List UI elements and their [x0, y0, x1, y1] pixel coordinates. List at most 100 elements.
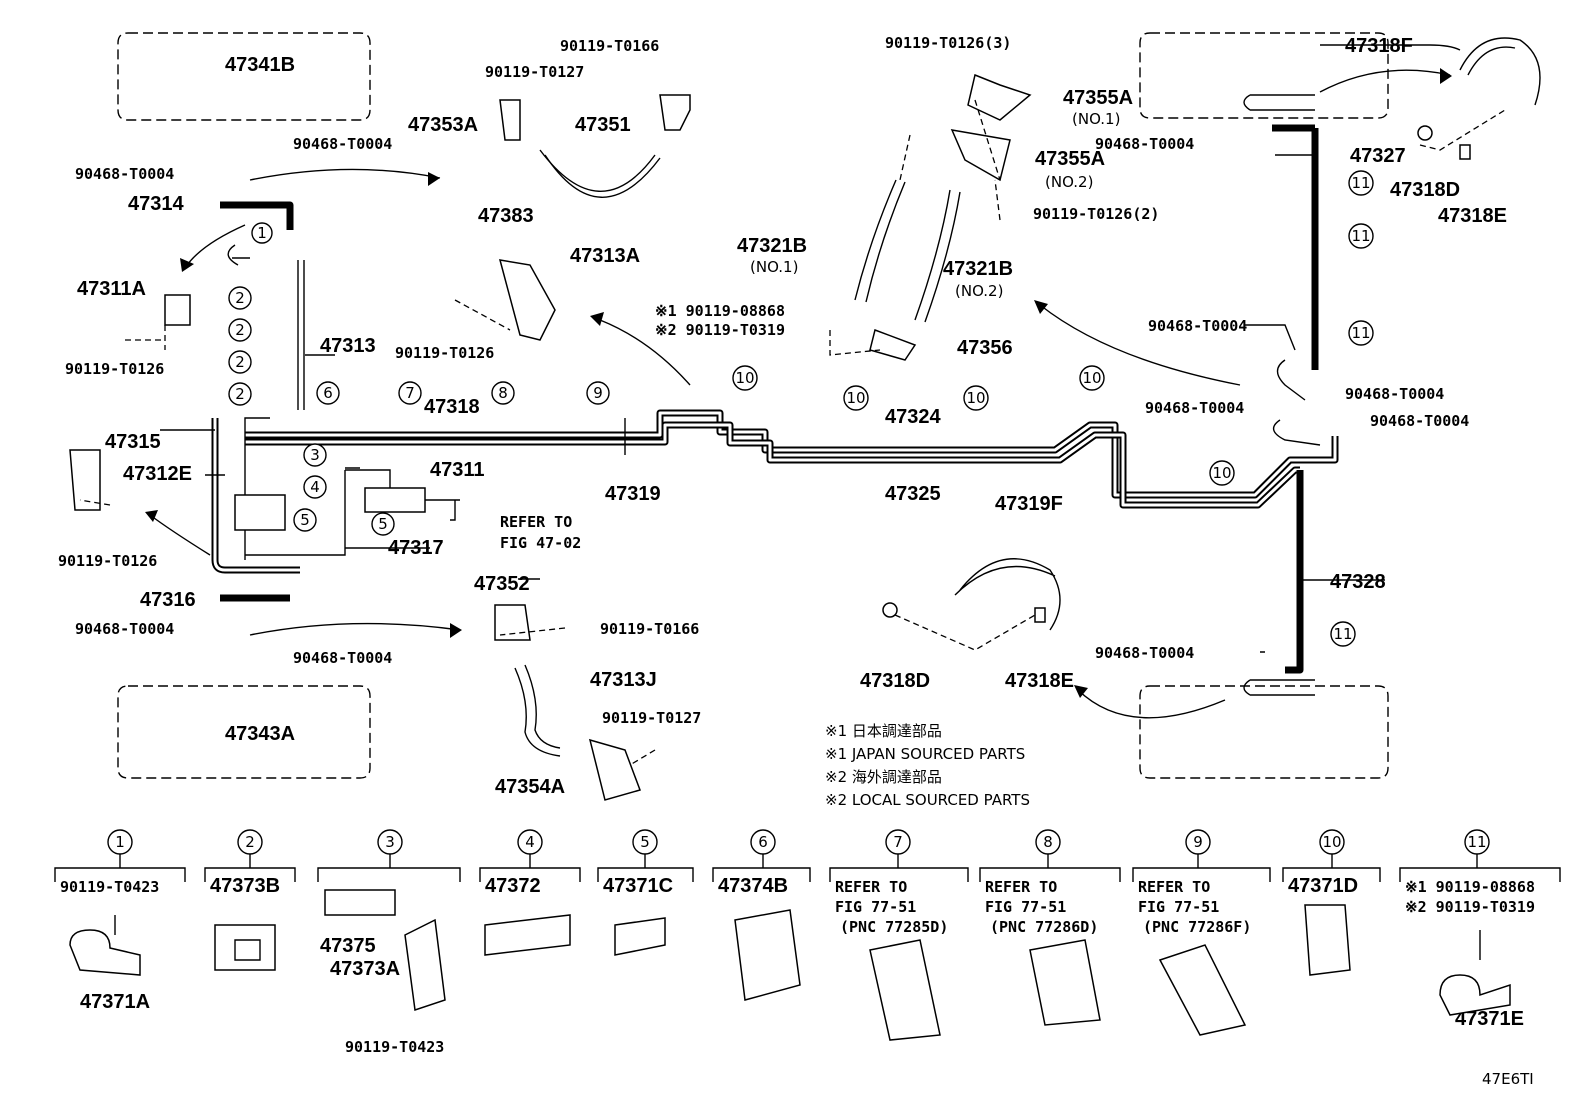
svg-text:5: 5 — [378, 515, 388, 533]
hose-47313J — [514, 664, 561, 757]
bracket-47354A — [588, 738, 641, 801]
clamp-label: 47375 — [320, 935, 376, 957]
svg-text:8: 8 — [498, 384, 508, 402]
clamp-bracket — [829, 854, 969, 882]
hose-47319F — [954, 558, 1061, 631]
brake-line-main — [245, 409, 1339, 509]
svg-text:10: 10 — [1082, 369, 1101, 387]
label-no1: (NO.1) — [1072, 110, 1120, 128]
clamp-number: 1 — [115, 833, 125, 851]
svg-text:2: 2 — [235, 353, 245, 371]
label-47318E: 47318E — [1005, 670, 1074, 692]
svg-text:10: 10 — [1212, 464, 1231, 482]
label-90468-T0004: 90468-T0004 — [1370, 412, 1469, 430]
note-1: ※1 日本調達部品 — [825, 722, 942, 740]
clamp-bracket — [1399, 854, 1561, 882]
clamp-bracket — [597, 854, 694, 882]
clamp-bracket — [979, 854, 1121, 882]
label-47383: 47383 — [478, 205, 534, 227]
hose-47321B-1 — [854, 179, 906, 303]
clamp-bottom-label: 90119-T0423 — [345, 1038, 444, 1056]
label-47321B-no1: (NO.1) — [750, 258, 798, 276]
clamp-label: 47372 — [485, 875, 541, 897]
svg-text:11: 11 — [1351, 174, 1370, 192]
clamp-markers: 1 2 2 2 2 3 4 5 5 6 7 8 9 10 10 10 10 10… — [228, 170, 1374, 647]
clamp-legend: 190119-T042347371A247373B34737547373A901… — [54, 829, 1561, 1056]
label-90468-T0004: 90468-T0004 — [75, 165, 174, 183]
clamp-bracket — [1132, 854, 1271, 882]
label-90119-T0126: 90119-T0126 — [395, 344, 494, 362]
hose-47313A-edge — [544, 154, 661, 198]
label-47314: 47314 — [128, 193, 184, 215]
label-47328: 47328 — [1330, 571, 1386, 593]
label-47325: 47325 — [885, 483, 941, 505]
label-47352: 47352 — [474, 573, 530, 595]
label-90119-T0127: 90119-T0127 — [602, 709, 701, 727]
label-47319F: 47319F — [995, 493, 1063, 515]
label-47351: 47351 — [575, 114, 631, 136]
label-90468-T0004: 90468-T0004 — [1345, 385, 1444, 403]
clamp-bracket — [479, 854, 581, 882]
bracket-47355A-1 — [967, 73, 1032, 121]
bracket-47352 — [494, 604, 531, 641]
label-fig-47-02: FIG 47-02 — [500, 534, 581, 552]
label-90468-T0004: 90468-T0004 — [293, 135, 392, 153]
clamp-label: 47374B — [718, 875, 788, 897]
brake-line-right — [1243, 94, 1321, 696]
label-47311A: 47311A — [77, 278, 146, 300]
clamp-bottom-label: 47371E — [1455, 1008, 1524, 1030]
sourcing-notes: ※1 日本調達部品 ※1 JAPAN SOURCED PARTS ※2 海外調達… — [825, 722, 1030, 809]
label-47355A-1: 47355A — [1063, 87, 1133, 109]
label-47318: 47318 — [424, 396, 480, 418]
label-no2: (NO.2) — [1045, 173, 1093, 191]
label-90468-T0004: 90468-T0004 — [75, 620, 174, 638]
bracket-47311A — [164, 294, 191, 326]
svg-text:10: 10 — [966, 389, 985, 407]
label-47317: 47317 — [388, 537, 444, 559]
label-refer-to: REFER TO — [500, 513, 572, 531]
label-47313: 47313 — [320, 335, 376, 357]
label-90119-T0127: 90119-T0127 — [485, 63, 584, 81]
brake-line-left — [211, 201, 460, 602]
valve-block — [234, 494, 286, 531]
svg-text:5: 5 — [300, 511, 310, 529]
label-90119-T0166: 90119-T0166 — [560, 37, 659, 55]
bolt-47318D-bottom — [882, 602, 898, 618]
clamp-number: 5 — [640, 833, 650, 851]
clamp-number: 6 — [758, 833, 768, 851]
clamp-label: 47371D — [1288, 875, 1358, 897]
group-box-bottom-right — [1139, 685, 1389, 779]
hose-47321B-2 — [914, 189, 961, 323]
label-47313A: 47313A — [570, 245, 640, 267]
label-47315: 47315 — [105, 431, 161, 453]
label-90468-T0004: 90468-T0004 — [1148, 317, 1247, 335]
label-47355A-2: 47355A — [1035, 148, 1105, 170]
clamp-label: FIG 77-51 — [1138, 898, 1219, 916]
svg-text:2: 2 — [235, 321, 245, 339]
proportioning-valve — [364, 487, 426, 513]
group-box-bottom-left — [117, 685, 371, 779]
label-47353A: 47353A — [408, 114, 478, 136]
label-47313J: 47313J — [590, 669, 657, 691]
label-47318F: 47318F — [1345, 35, 1413, 57]
clamp-label: FIG 77-51 — [985, 898, 1066, 916]
label-47318D: 47318D — [1390, 179, 1460, 201]
svg-text:11: 11 — [1333, 625, 1352, 643]
svg-text:10: 10 — [735, 369, 754, 387]
bracket-47356 — [869, 329, 917, 361]
clamp-label: (PNC 77286F) — [1143, 918, 1251, 936]
svg-text:4: 4 — [310, 478, 320, 496]
svg-text:10: 10 — [846, 389, 865, 407]
label-90468-T0004: 90468-T0004 — [1095, 644, 1194, 662]
bracket-47355A-2 — [950, 129, 1011, 182]
clamp-number: 11 — [1467, 833, 1486, 851]
clamp-bracket — [54, 854, 186, 882]
label-47356: 47356 — [957, 337, 1013, 359]
note-4: ※2 LOCAL SOURCED PARTS — [825, 791, 1030, 809]
clamp-label: 47371C — [603, 875, 673, 897]
clamp-label: REFER TO — [985, 878, 1057, 896]
clamp-label: FIG 77-51 — [835, 898, 916, 916]
label-47321B-no2: (NO.2) — [955, 282, 1003, 300]
clamp-label: ※2 90119-T0319 — [1405, 898, 1535, 916]
note-2: ※1 JAPAN SOURCED PARTS — [825, 745, 1025, 763]
